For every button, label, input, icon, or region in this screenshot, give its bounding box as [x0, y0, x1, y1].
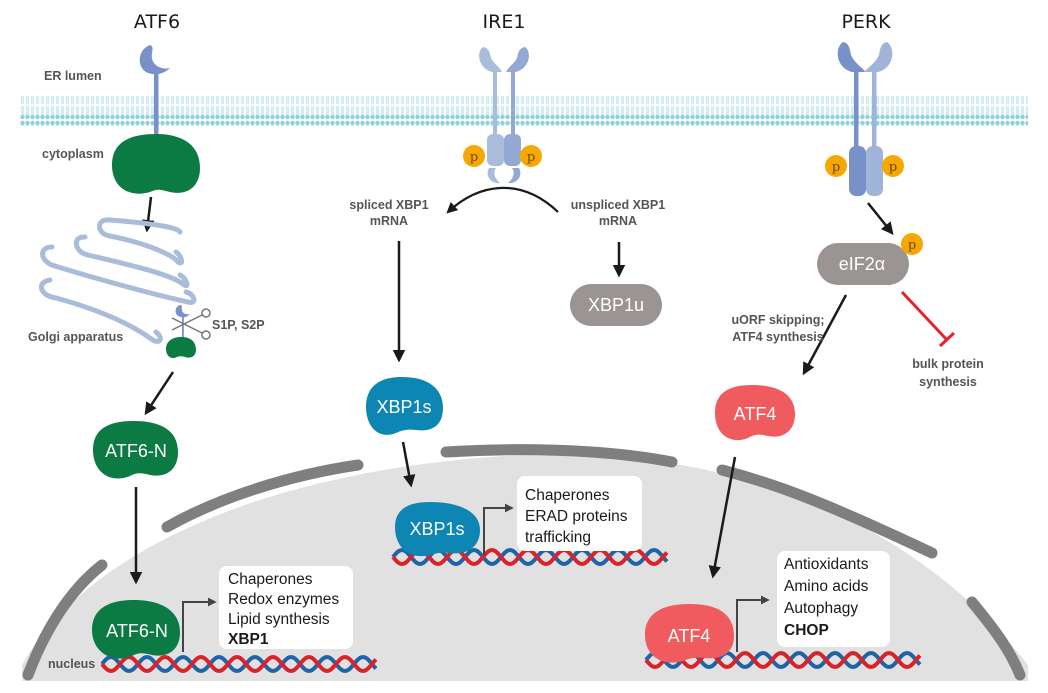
atf6n-cytoplasmic-node: [93, 421, 178, 479]
atf4-nuclear-label: ATF4: [668, 626, 711, 646]
ire1-target-box: [517, 476, 642, 551]
arrow-atf4-to-nucleus: [708, 456, 737, 579]
dna-strand-red: [644, 651, 922, 669]
atf6n-nuclear-label: ATF6-N: [106, 621, 168, 641]
atf4-cytoplasmic-node: [715, 385, 795, 441]
perk-phospho-left: p: [825, 155, 847, 177]
svg-text:p: p: [832, 160, 840, 175]
atf6-cytosolic-domain: [112, 134, 200, 194]
ire1-receptor: [479, 47, 529, 184]
arrow-splicing: [446, 186, 559, 214]
atf6-target-box: [219, 566, 353, 649]
ire1-target-list: Chaperones ERAD proteins trafficking: [525, 487, 632, 546]
nucleus-bottom-mask: [0, 681, 1048, 693]
svg-text:p: p: [470, 150, 478, 165]
atf6n-cytoplasmic-label: ATF6-N: [105, 441, 167, 461]
xbp1u-label: XBP1u: [588, 295, 644, 315]
ire1-phospho-left: p: [463, 145, 485, 167]
perk-target-list: Antioxidants Amino acids Autophagy CHOP: [784, 556, 873, 639]
scissors-icon: [171, 308, 211, 340]
inhibition-arrow: [900, 290, 956, 348]
xbp1s-cytoplasmic-label: XBP1s: [376, 397, 431, 417]
arrow-golgi-to-atf6n: [144, 371, 175, 416]
atf6n-nuclear-node: [92, 600, 180, 659]
nucleus-label: nucleus: [48, 657, 95, 671]
perk-receptor: [837, 42, 893, 196]
transcription-arrow-ire1: [483, 503, 514, 555]
atf6-cleaved-fragment: [166, 337, 196, 359]
transcription-arrow-perk: [736, 595, 770, 652]
er-lumen-label: ER lumen: [44, 69, 102, 83]
atf6-luminal-domain-icon: [139, 45, 170, 75]
arrow-eif2a-to-atf4: [802, 294, 848, 376]
xbp1u-node: [570, 284, 662, 326]
ire1-phospho-right: p: [520, 145, 542, 167]
dna-helix-atf6: [100, 655, 378, 673]
xbp1s-nuclear-node: [395, 502, 480, 557]
er-membrane: [20, 96, 1028, 126]
svg-text:p: p: [889, 160, 897, 175]
svg-text:p: p: [527, 150, 535, 165]
arrow-perk-to-eif2a: [867, 202, 894, 235]
golgi-atf6-luminal-domain-icon: [175, 305, 190, 318]
xbp1s-cytoplasmic-node: [366, 377, 443, 435]
perk-title: PERK: [841, 11, 891, 33]
transcription-arrow-atf6: [182, 597, 217, 652]
ire1-title: IRE1: [483, 11, 526, 33]
perk-target-box: [777, 551, 890, 647]
dna-strand-blue: [100, 655, 378, 673]
atf4-cytoplasmic-label: ATF4: [734, 404, 777, 424]
xbp1s-nuclear-label: XBP1s: [409, 519, 464, 539]
protease-label: S1P, S2P: [212, 318, 265, 332]
nuclear-envelope: [22, 444, 1026, 681]
arrow-xbp1s-to-nucleus: [401, 441, 416, 488]
golgi-apparatus-icon: [39, 217, 197, 344]
eif2a-phospho: p: [901, 233, 923, 255]
cytoplasm-label: cytoplasm: [42, 147, 104, 161]
atf4-nuclear-node: [645, 604, 734, 663]
eif2a-node: [817, 243, 909, 285]
perk-phospho-right: p: [882, 155, 904, 177]
translation-label: uORF skipping;ATF4 synthesis: [731, 313, 824, 344]
atf6-target-list: Chaperones Redox enzymes Lipid synthesis…: [228, 571, 343, 648]
atf6-receptor: [112, 45, 200, 194]
golgi-label: Golgi apparatus: [28, 330, 123, 344]
svg-text:p: p: [908, 238, 916, 253]
eif2a-label: eIF2α: [839, 254, 885, 274]
atf6-title: ATF6: [134, 11, 180, 33]
dna-strand-red: [100, 655, 378, 673]
